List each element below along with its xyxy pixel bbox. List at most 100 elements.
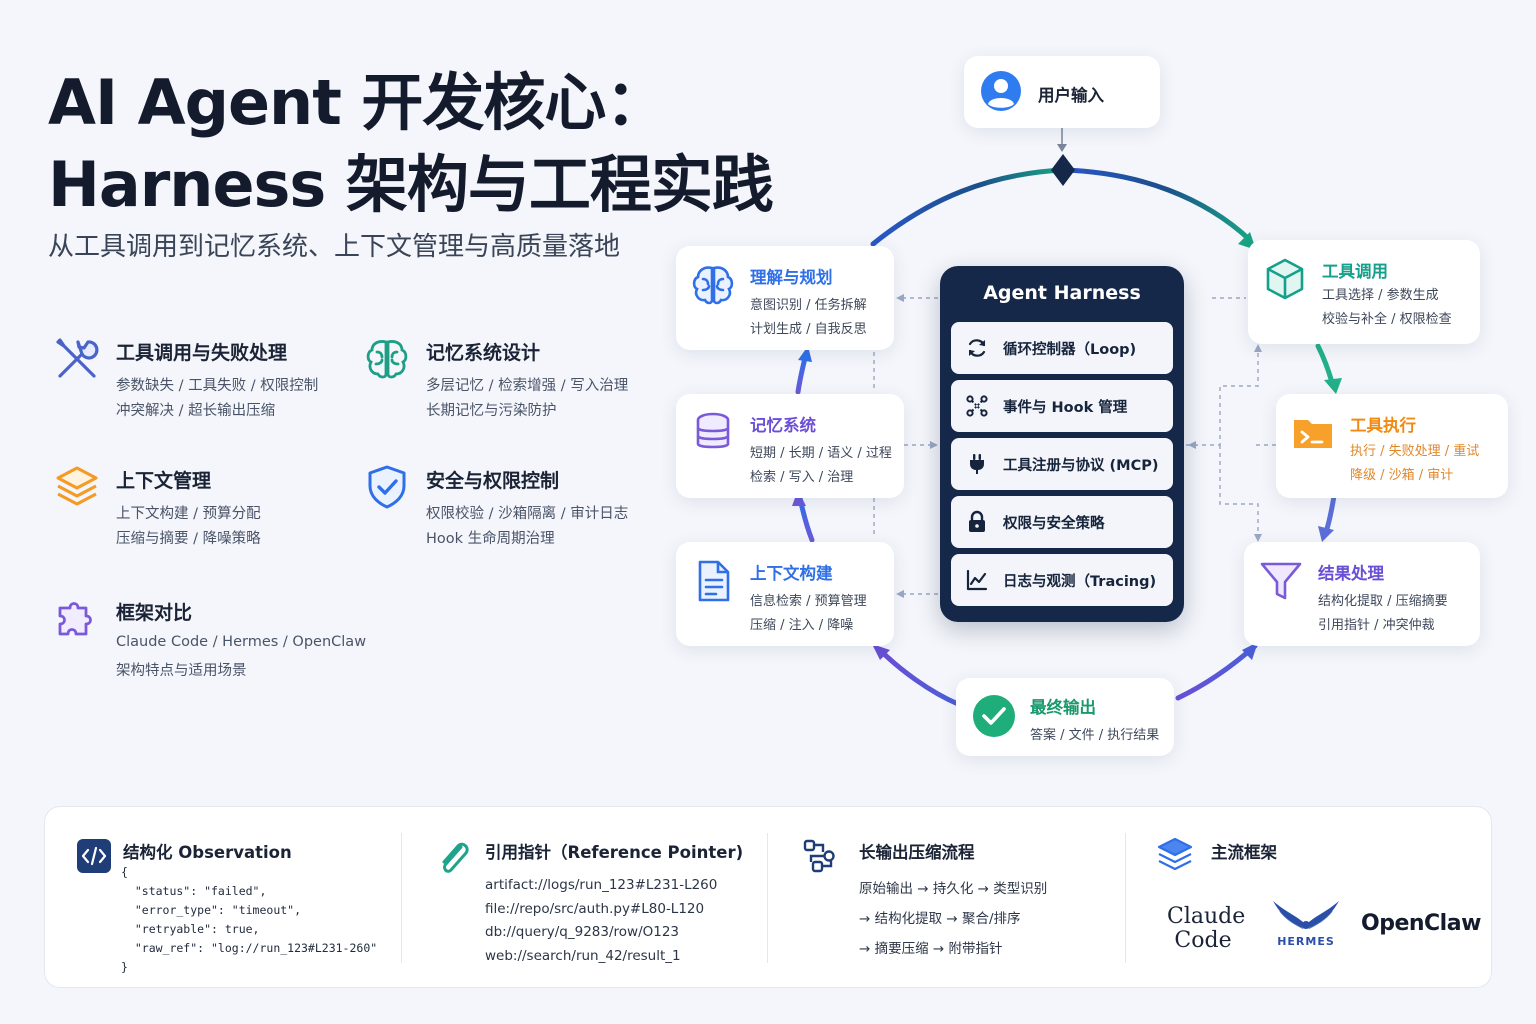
arc-top-left <box>870 167 1065 247</box>
card-line: 校验与补全 / 权限检查 <box>1322 312 1452 327</box>
user-icon <box>981 71 1021 111</box>
card-line: 信息检索 / 预算管理 <box>750 594 867 609</box>
code-line: "error_type": "timeout", <box>121 903 302 917</box>
card-line: 计划生成 / 自我反思 <box>750 322 867 337</box>
document-icon <box>698 560 730 602</box>
feature-line: 权限校验 / 沙箱隔离 / 审计日志 <box>426 506 629 522</box>
pointer-line: db://query/q_9283/row/O123 <box>485 924 680 940</box>
agent-harness-panel: Agent Harness 循环控制器（Loop) 事件与 Hook 管理 <box>940 266 1184 622</box>
paperclip-icon <box>442 842 469 873</box>
harness-row-label: 日志与观测（Tracing) <box>1003 574 1157 590</box>
database-icon <box>696 412 730 449</box>
card-title: 工具调用 <box>1322 262 1388 281</box>
hermes-logo-text: HERMES <box>1277 935 1335 948</box>
top-node <box>1051 154 1075 186</box>
brain-icon <box>366 340 408 379</box>
harness-row-label: 工具注册与协议 (MCP) <box>1003 458 1159 474</box>
section-mainstream-frameworks: 主流框架 Claude Code HERMES OpenClaw <box>1125 807 1491 989</box>
feature-line: 冲突解决 / 超长输出压缩 <box>116 403 276 419</box>
card-result-process: 结果处理 结构化提取 / 压缩摘要 引用指针 / 冲突仲裁 <box>1244 542 1480 646</box>
code-line: { <box>121 865 128 879</box>
code-line: } <box>121 960 128 974</box>
section-title: 长输出压缩流程 <box>859 843 975 862</box>
card-memory-system: 记忆系统 短期 / 长期 / 语义 / 过程 检索 / 写入 / 治理 <box>676 394 904 498</box>
card-title: 结果处理 <box>1318 564 1384 583</box>
arc-top-right <box>1059 167 1253 243</box>
code-icon <box>77 839 111 873</box>
arc-right-lower <box>1323 493 1337 535</box>
compress-line: 原始输出 → 持久化 → 类型识别 <box>859 881 1048 897</box>
card-context-build: 上下文构建 信息检索 / 预算管理 压缩 / 注入 / 降噪 <box>676 542 894 646</box>
code-line: "status": "failed", <box>121 884 267 898</box>
claude-code-logo-line: Claude <box>1167 904 1246 929</box>
pointer-line: web://search/run_42/result_1 <box>485 948 681 964</box>
harness-row-label: 权限与安全策略 <box>1003 516 1105 532</box>
harness-row-security: 权限与安全策略 <box>951 496 1173 548</box>
harness-row-label: 循环控制器（Loop) <box>1003 342 1137 358</box>
harness-title: Agent Harness <box>983 282 1141 304</box>
feature-title: 安全与权限控制 <box>426 470 560 492</box>
feature-line: 压缩与摘要 / 降噪策略 <box>116 531 261 547</box>
harness-row-loop: 循环控制器（Loop) <box>951 322 1173 374</box>
section-compress-flow: 长输出压缩流程 原始输出 → 持久化 → 类型识别 → 结构化提取 → 聚合/排… <box>767 807 1125 989</box>
feature-title: 上下文管理 <box>116 470 212 492</box>
feature-line: Claude Code / Hermes / OpenClaw <box>116 634 367 650</box>
refresh-icon <box>968 339 986 357</box>
puzzle-icon <box>58 602 92 636</box>
card-title: 最终输出 <box>1030 698 1096 717</box>
layers-icon <box>56 466 98 506</box>
code-line: "raw_ref": "log://run_123#L231-260" <box>121 941 378 955</box>
terminal-folder-icon <box>1294 420 1332 448</box>
card-title: 上下文构建 <box>750 564 833 583</box>
feature-line: 架构特点与适用场景 <box>116 663 247 679</box>
brain-icon <box>692 266 734 305</box>
card-line: 执行 / 失败处理 / 重试 <box>1350 444 1480 459</box>
plug-icon <box>970 454 984 474</box>
card-tool-exec: 工具执行 执行 / 失败处理 / 重试 降级 / 沙箱 / 审计 <box>1276 394 1508 498</box>
bottom-panel: 结构化 Observation { "status": "failed", "e… <box>44 806 1492 988</box>
section-structured-observation: 结构化 Observation { "status": "failed", "e… <box>45 807 401 989</box>
card-title: 理解与规划 <box>750 268 833 287</box>
section-divider <box>401 833 402 963</box>
feature-line: 多层记忆 / 检索增强 / 写入治理 <box>426 378 629 394</box>
section-divider <box>1125 833 1126 963</box>
hermes-wings-icon <box>1273 901 1339 929</box>
feature-title: 工具调用与失败处理 <box>116 342 288 364</box>
openclaw-logo: OpenClaw <box>1361 911 1481 936</box>
pointer-line: file://repo/src/auth.py#L80-L120 <box>485 901 705 917</box>
code-line: "retryable": true, <box>121 922 260 936</box>
section-title: 结构化 Observation <box>123 843 292 862</box>
section-reference-pointer: 引用指针（Reference Pointer) artifact://logs/… <box>401 807 767 989</box>
feature-line: 参数缺失 / 工具失败 / 权限控制 <box>116 378 319 394</box>
card-understand-plan: 理解与规划 意图识别 / 任务拆解 计划生成 / 自我反思 <box>676 246 894 350</box>
card-user-input: 用户输入 <box>964 56 1160 128</box>
hook-graph-icon <box>966 395 988 417</box>
compress-line: → 结构化提取 → 聚合/排序 <box>859 911 1021 927</box>
funnel-icon <box>1260 562 1302 600</box>
card-line: 结构化提取 / 压缩摘要 <box>1318 594 1448 609</box>
harness-row-hook: 事件与 Hook 管理 <box>951 380 1173 432</box>
section-title: 主流框架 <box>1211 843 1277 862</box>
card-line: 短期 / 长期 / 语义 / 过程 <box>750 446 892 461</box>
feature-line: 长期记忆与污染防护 <box>426 403 557 419</box>
card-line: 答案 / 文件 / 执行结果 <box>1030 728 1160 743</box>
shield-check-icon <box>368 465 406 509</box>
card-line: 工具选择 / 参数生成 <box>1322 288 1439 303</box>
wrench-screwdriver-icon <box>56 338 99 378</box>
lock-icon <box>969 510 985 532</box>
harness-row-label: 事件与 Hook 管理 <box>1003 400 1128 416</box>
page-title-line-2: Harness 架构与工程实践 <box>48 148 774 221</box>
stack-layers-icon <box>1157 837 1193 871</box>
harness-row-tracing: 日志与观测（Tracing) <box>951 554 1173 606</box>
section-divider <box>767 833 768 963</box>
card-line: 意图识别 / 任务拆解 <box>750 298 867 313</box>
pointer-line: artifact://logs/run_123#L231-L260 <box>485 877 718 893</box>
page-subtitle: 从工具调用到记忆系统、上下文管理与高质量落地 <box>48 232 621 262</box>
compress-line: → 摘要压缩 → 附带指针 <box>859 941 1003 957</box>
feature-title: 记忆系统设计 <box>426 342 541 364</box>
card-line: 引用指针 / 冲突仲裁 <box>1318 618 1435 633</box>
harness-row-mcp: 工具注册与协议 (MCP) <box>951 438 1173 490</box>
card-title: 工具执行 <box>1350 416 1416 435</box>
flow-nodes-icon <box>803 839 835 873</box>
